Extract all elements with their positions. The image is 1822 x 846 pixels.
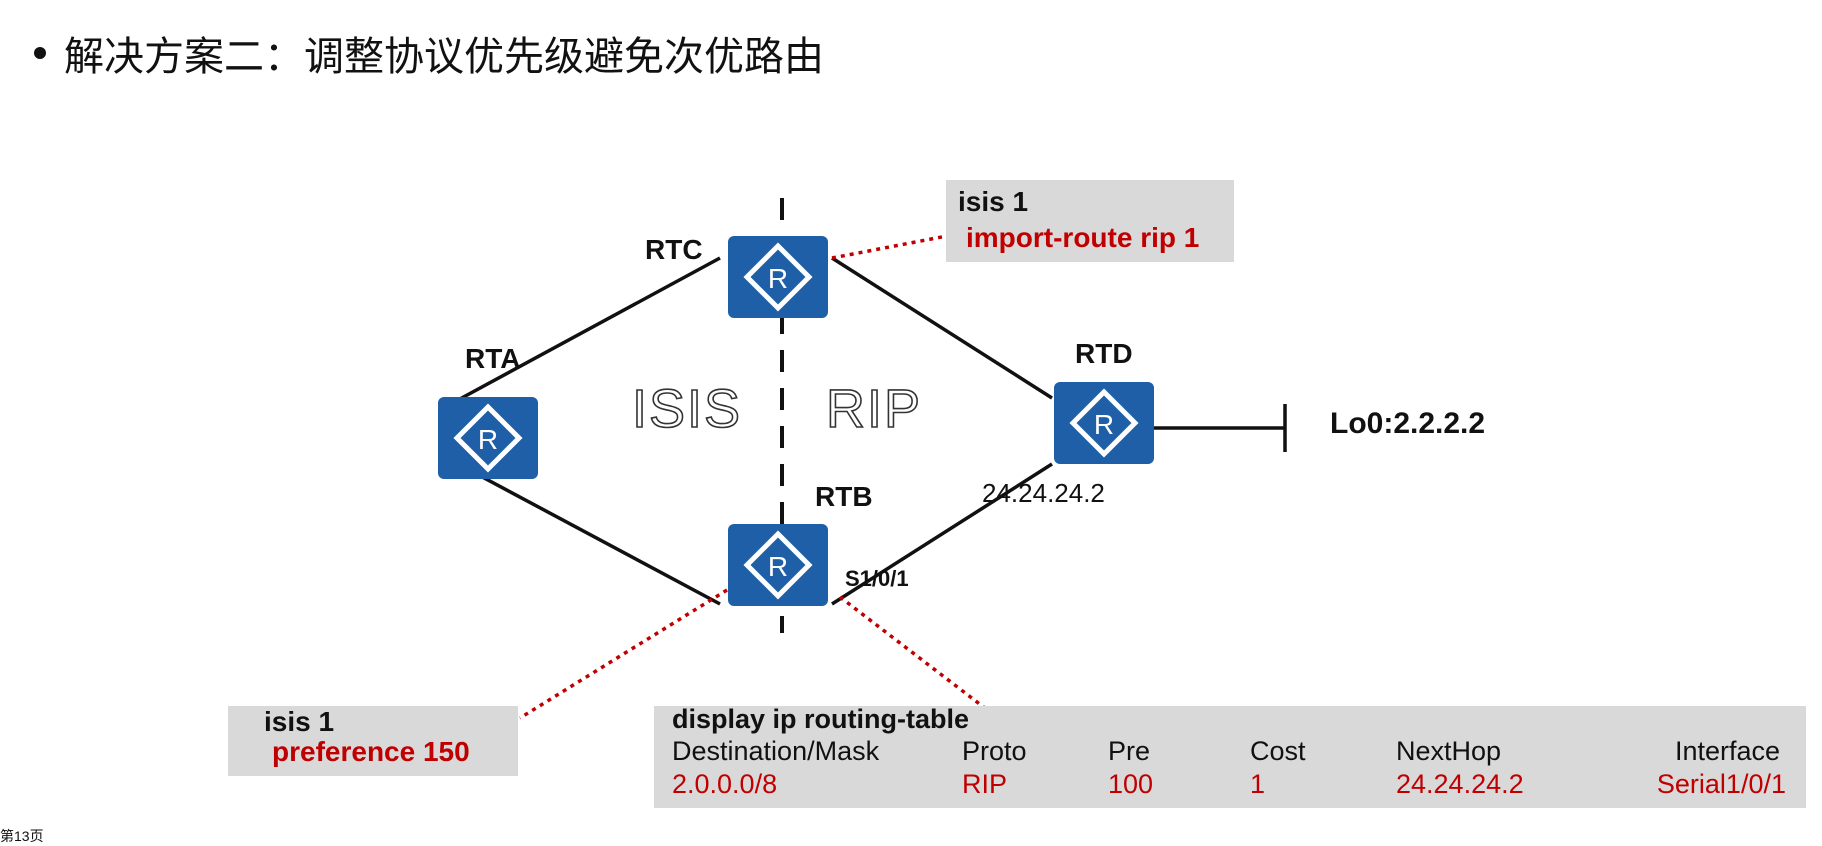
link-rta-rtc [457,256,721,402]
router-rtc[interactable]: R [728,236,828,318]
callout-lines [519,233,992,720]
rtd-ip-label: 24.24.24.2 [982,478,1105,508]
rt-row-pre: 100 [1108,769,1154,799]
svg-text:R: R [768,551,788,582]
router-icon: R [453,403,523,473]
rt-row-proto: RIP [962,769,1008,799]
rt-header-proto: Proto [962,736,1027,766]
loopback-label: Lo0:2.2.2.2 [1330,407,1486,440]
rt-row-dest: 2.0.0.0/8 [672,769,778,799]
rt-header-nexthop: NextHop [1396,736,1502,766]
rt-header-iface: Interface [1674,736,1780,766]
router-icon: R [743,242,813,312]
callout-line-rtb-table [838,595,992,714]
router-label-rtb: RTB [815,481,873,512]
rtc-config-line2: import-route rip 1 [966,222,1200,253]
rt-header-pre: Pre [1108,736,1151,766]
link-rta-rtb [457,462,721,606]
bullet-icon [34,47,46,59]
rt-header-dest: Destination/Mask [672,736,880,766]
router-label-rtd: RTD [1075,338,1133,369]
router-label-rta: RTA [465,343,521,374]
svg-text:R: R [1094,409,1114,440]
page-number: 第13页 [0,828,44,844]
rt-header-cost: Cost [1250,736,1306,766]
router-rtd[interactable]: R [1054,382,1154,464]
svg-text:R: R [768,263,788,294]
slide-title: 解决方案二：调整协议优先级避免次优路由 [34,24,824,82]
rtc-config-line1: isis 1 [958,186,1029,217]
rtc-config-callout: isis 1 import-route rip 1 [946,180,1234,262]
rt-row-nexthop: 24.24.24.2 [1396,769,1524,799]
area-label-rip: RIP [825,378,923,440]
rt-row-cost: 1 [1250,769,1266,799]
rtb-config-line2: preference 150 [272,736,470,767]
routing-table-callout: display ip routing-table Destination/Mas… [654,704,1806,808]
link-rtb-rtd [831,462,1053,606]
area-label-isis: ISIS [631,378,743,440]
router-label-rtc: RTC [645,234,703,265]
router-icon: R [743,530,813,600]
slide-title-text: 解决方案二：调整协议优先级避免次优路由 [64,35,824,79]
rt-row-iface: Serial1/0/1 [1656,769,1786,799]
rtb-interface-label: S1/0/1 [845,566,909,591]
svg-text:R: R [478,424,498,455]
router-icon: R [1069,388,1139,458]
router-rtb[interactable]: R [728,524,828,606]
routing-table-command: display ip routing-table [672,704,970,734]
router-rta[interactable]: R [438,397,538,479]
callout-line-rtc [831,233,953,260]
links [457,256,1287,606]
callout-line-rtb-config [519,588,728,720]
rtb-config-line1: isis 1 [264,706,335,737]
link-rtc-rtd [831,256,1053,400]
rtb-config-callout: isis 1 preference 150 [228,706,518,776]
